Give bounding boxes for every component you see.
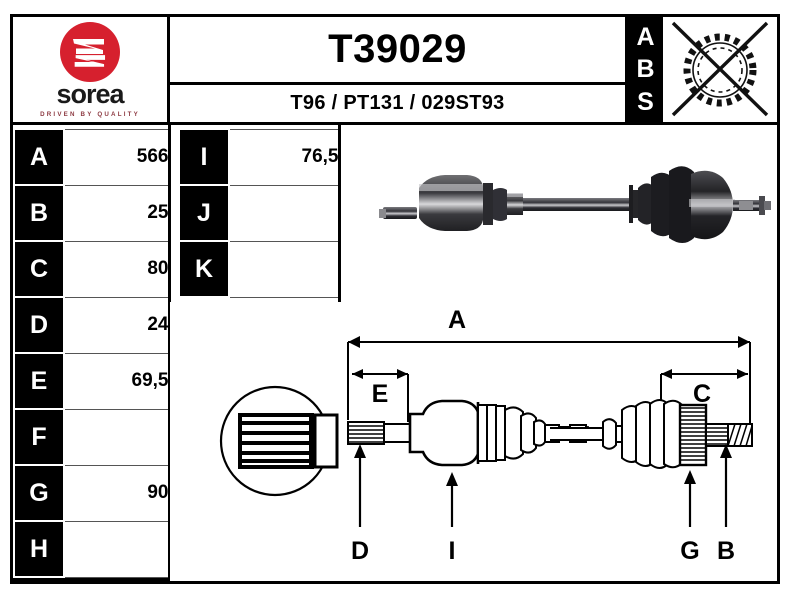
dimension-value-cell-d: 24 <box>63 296 170 354</box>
brand-logo-cell: sorea DRIVEN BY QUALITY <box>13 17 170 125</box>
dimension-value-cell-a: 566 <box>63 128 170 186</box>
dimension-value-cell-b: 25 <box>63 184 170 242</box>
brand-name: sorea <box>56 79 124 109</box>
brand-tagline: DRIVEN BY QUALITY <box>40 111 140 118</box>
dimension-value-cell-f <box>63 408 170 466</box>
abs-status-cell <box>663 17 777 125</box>
dimension-label-cell-c: C <box>13 240 65 298</box>
part-number: T39029 <box>328 27 467 71</box>
table-row: H <box>13 520 170 578</box>
dimension-label-cell-j: J <box>178 184 230 242</box>
table-row: K <box>178 240 340 298</box>
dimension-label-c: C <box>693 380 711 408</box>
table-divider-vertical-1 <box>168 125 171 581</box>
reference-codes-cell: T96 / PT131 / 029ST93 <box>170 85 628 125</box>
dimension-value-cell-j <box>228 184 340 242</box>
abs-letter-s: S <box>637 87 654 116</box>
dimension-label-cell-h: H <box>13 520 65 578</box>
dimension-value-cell-k <box>228 240 340 298</box>
reference-codes: T96 / PT131 / 029ST93 <box>290 92 505 114</box>
dimension-value-cell-h <box>63 520 170 578</box>
drive-shaft-photo <box>341 128 777 302</box>
part-number-cell: T39029 <box>170 17 628 85</box>
abs-tone-ring-crossed-out-icon <box>671 21 769 116</box>
table-divider-vertical-2 <box>338 125 341 302</box>
dimension-value-cell-e: 69,5 <box>63 352 170 410</box>
callout-label-i: I <box>449 537 456 565</box>
spline-cross-section-detail <box>238 413 339 469</box>
dimension-label-cell-k: K <box>178 240 230 298</box>
dimension-label-cell-b: B <box>13 184 65 242</box>
dimension-label-cell-e: E <box>13 352 65 410</box>
dimension-label-e: E <box>372 380 389 408</box>
technical-drawing: A E C D I G B <box>170 302 777 581</box>
abs-letter-b: B <box>636 55 655 83</box>
callout-label-b: B <box>717 537 735 565</box>
table-row: F <box>13 408 170 466</box>
sheet-border <box>10 14 780 584</box>
dimension-value-cell-i: 76,5 <box>228 128 340 186</box>
dimension-label-a: A <box>448 306 466 334</box>
dimension-value-cell-g: 90 <box>63 464 170 522</box>
callout-label-g: G <box>680 537 699 565</box>
sorea-s-circle-logo-icon <box>59 21 121 83</box>
abs-label-column: A B S <box>628 17 663 125</box>
table-row: J <box>178 184 340 242</box>
dimension-label-cell-g: G <box>13 464 65 522</box>
callout-label-d: D <box>351 537 369 565</box>
abs-letter-a: A <box>636 22 655 51</box>
dimension-label-cell-d: D <box>13 296 65 354</box>
dimension-label-cell-i: I <box>178 128 230 186</box>
dimension-label-cell-a: A <box>13 128 65 186</box>
dimension-value-cell-c: 80 <box>63 240 170 298</box>
dimension-label-cell-f: F <box>13 408 65 466</box>
